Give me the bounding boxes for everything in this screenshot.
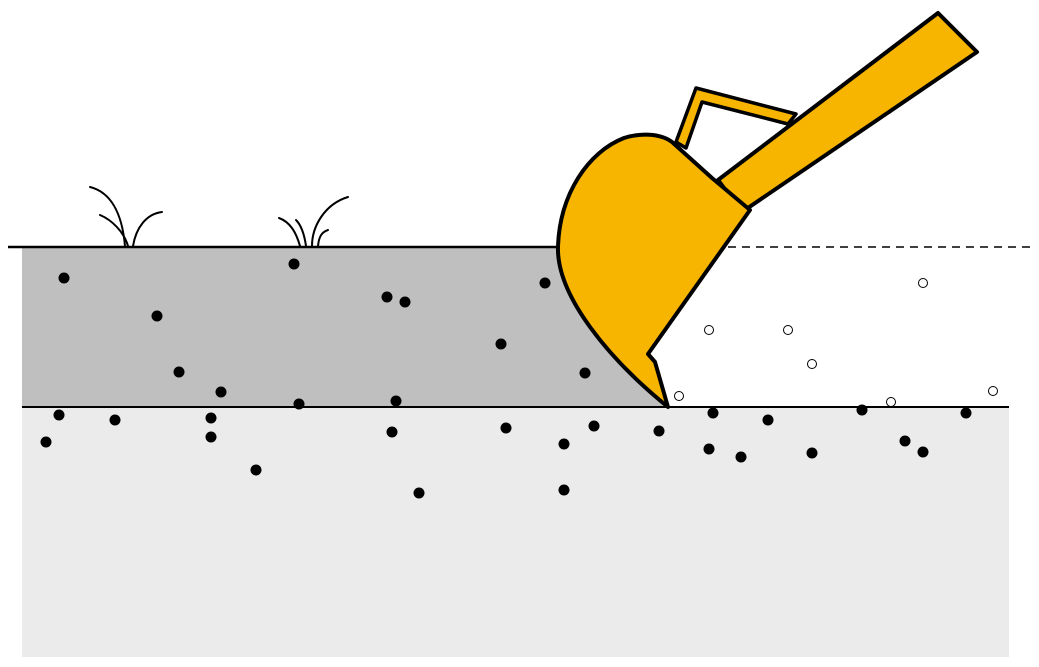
particle-hollow	[988, 386, 998, 396]
particle	[205, 412, 217, 424]
particle-hollow	[674, 391, 684, 401]
particle	[399, 296, 411, 308]
particle	[707, 407, 719, 419]
particle-hollow	[704, 325, 714, 335]
particle	[579, 367, 591, 379]
particle	[762, 414, 774, 426]
particle	[588, 420, 600, 432]
grass-tuft	[89, 186, 163, 247]
particle	[215, 386, 227, 398]
particle	[40, 436, 52, 448]
excavator-bucket-icon	[555, 11, 979, 409]
particle	[703, 443, 715, 455]
particle	[109, 414, 121, 426]
particle-hollow	[886, 397, 896, 407]
particle	[151, 310, 163, 322]
particle	[381, 291, 393, 303]
soil-particles-hollow	[674, 278, 998, 407]
particle	[856, 404, 868, 416]
particle-hollow	[807, 359, 817, 369]
particle	[205, 431, 217, 443]
particle	[53, 409, 65, 421]
particle	[250, 464, 262, 476]
particle	[960, 407, 972, 419]
particle	[653, 425, 665, 437]
particle	[495, 338, 507, 350]
particle	[413, 487, 425, 499]
particle	[806, 447, 818, 459]
soil-particles-filled	[40, 258, 972, 499]
particle-hollow	[918, 278, 928, 288]
particle	[558, 438, 570, 450]
particle	[58, 272, 70, 284]
topsoil-layer	[22, 247, 668, 407]
bucket-linkage	[674, 86, 798, 150]
particle	[500, 422, 512, 434]
particle	[293, 398, 305, 410]
particle	[539, 277, 551, 289]
particle	[288, 258, 300, 270]
particle	[558, 484, 570, 496]
particle	[735, 451, 747, 463]
particle	[390, 395, 402, 407]
bucket-body	[555, 132, 752, 409]
subsoil-layer	[22, 407, 1009, 657]
particle	[917, 446, 929, 458]
particle	[173, 366, 185, 378]
particle	[386, 426, 398, 438]
particle-hollow	[783, 325, 793, 335]
grass-tuft	[278, 196, 349, 247]
particle	[899, 435, 911, 447]
